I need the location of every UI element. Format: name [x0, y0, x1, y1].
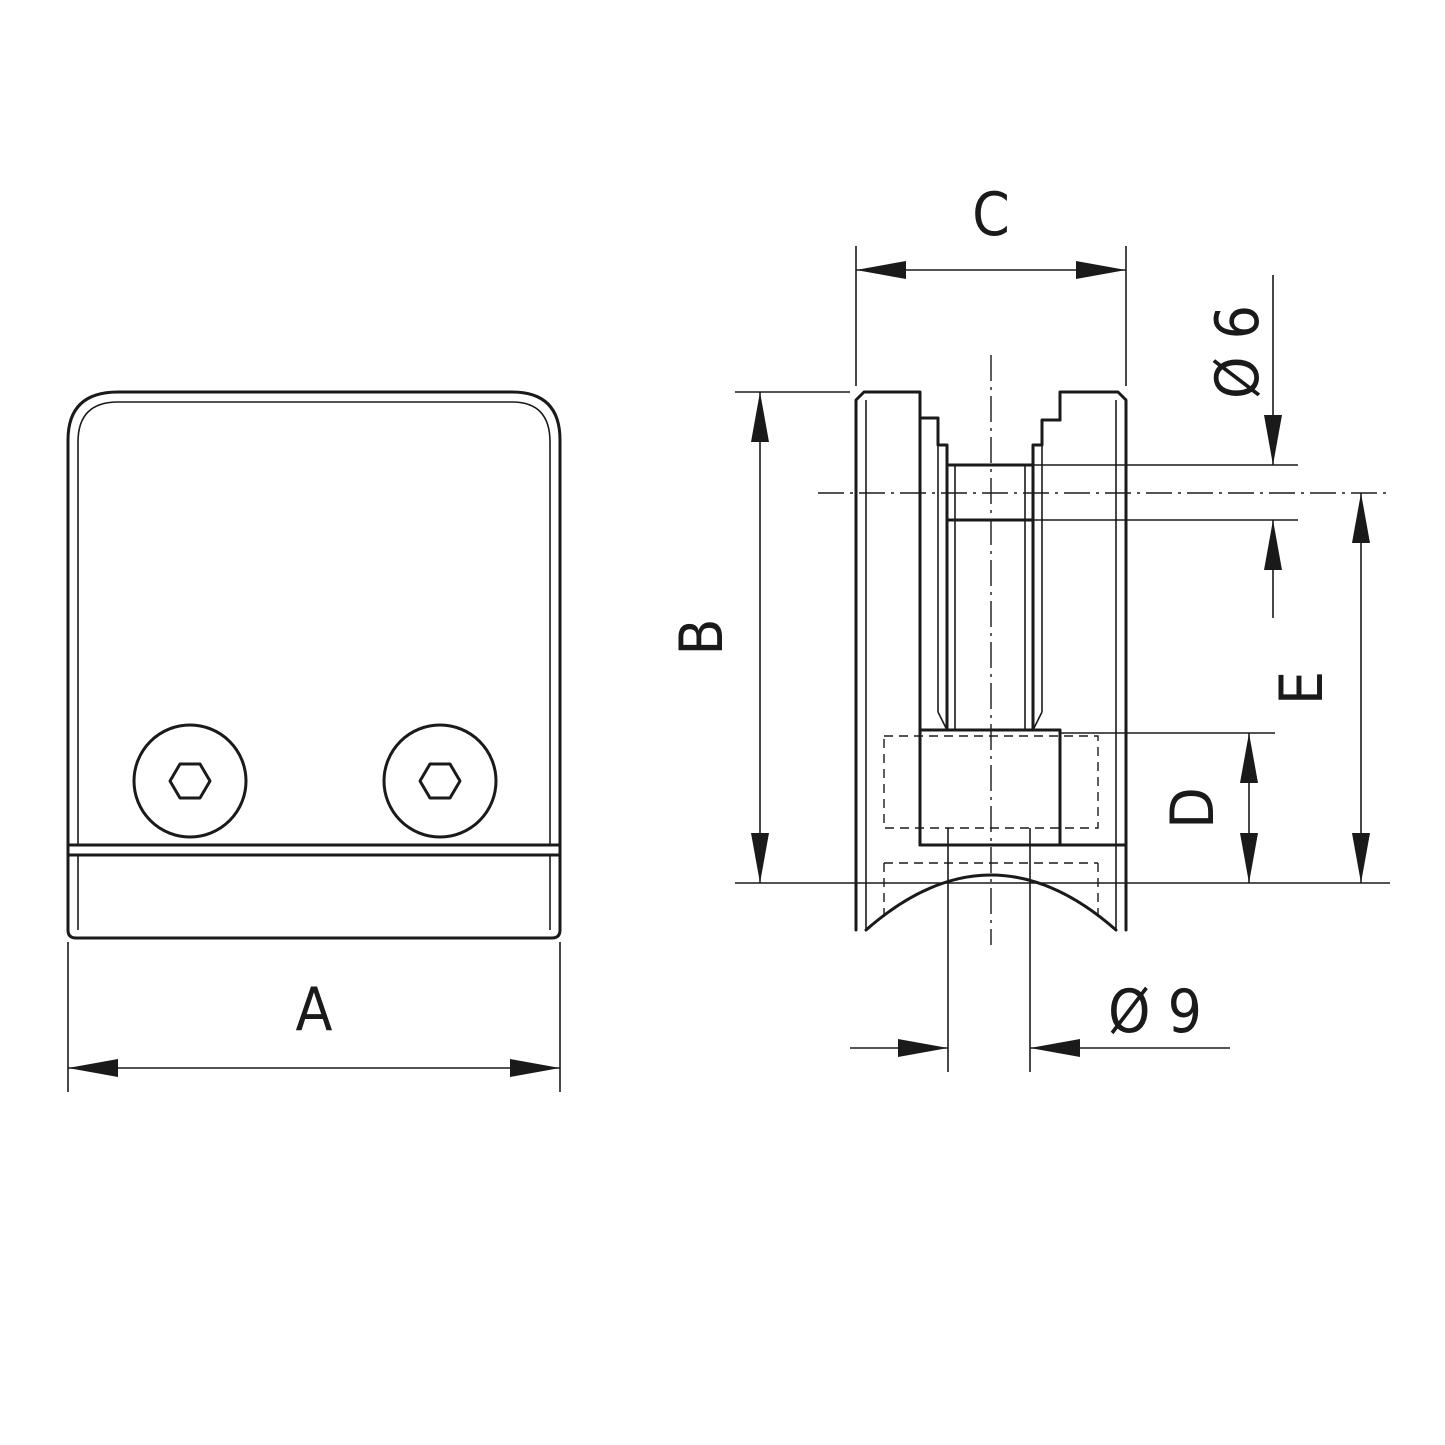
dim-d-label: D: [1158, 787, 1228, 829]
dim-e-label: E: [1267, 671, 1337, 705]
dim-d-arrow-bottom: [1240, 833, 1258, 883]
screw-head-right: [382, 723, 498, 839]
hex-socket-left-icon: [168, 762, 212, 800]
dim-d9-arrow-right: [1030, 1039, 1080, 1057]
dim-c-arrow-right: [1076, 261, 1126, 279]
dim-d6-arrow-bottom: [1264, 520, 1282, 570]
dim-a-arrow-left: [68, 1059, 118, 1077]
screw-right: [382, 723, 498, 839]
glass-slot-right-chamfer: [1032, 711, 1043, 731]
dim-c-label: C: [972, 180, 1010, 250]
front-view: A: [66, 390, 562, 1092]
dim-b-label: B: [667, 618, 737, 655]
dimension-d: D: [1060, 732, 1275, 883]
dim-d-arrow-top: [1240, 733, 1258, 783]
dim-b-arrow-bottom: [751, 833, 769, 883]
front-body-outline: [66, 390, 562, 940]
dim-a-arrow-right: [510, 1059, 560, 1077]
dim-d9-label: Ø 9: [1108, 977, 1202, 1047]
dimension-e: E: [1267, 493, 1370, 883]
base-concave-arc: [864, 873, 1118, 932]
glass-slot-right-step: [1031, 418, 1062, 732]
dim-c-arrow-left: [856, 261, 906, 279]
dim-d9-arrow-left: [898, 1039, 948, 1057]
dimension-a: A: [67, 942, 561, 1092]
glass-slot-left-step: [918, 416, 949, 732]
dim-d6-arrow-top: [1264, 415, 1282, 465]
dimension-b: B: [667, 391, 1390, 884]
dim-e-arrow-top: [1352, 493, 1370, 543]
glass-slot-left-chamfer: [937, 711, 948, 731]
dim-d6-label: Ø 6: [1203, 305, 1273, 399]
dimension-hole-diameter: Ø 6: [1033, 275, 1298, 618]
side-left-wall-outline: [854, 390, 922, 932]
dimension-pin-diameter: Ø 9: [850, 828, 1230, 1072]
dim-a-label: A: [296, 975, 333, 1045]
side-right-wall-outline: [1058, 390, 1128, 932]
hex-socket-right-icon: [418, 762, 462, 800]
dim-b-arrow-top: [751, 392, 769, 442]
dim-e-arrow-bottom: [1352, 833, 1370, 883]
side-view: C B Ø 6 E: [667, 180, 1390, 1072]
screw-head-left: [132, 723, 248, 839]
front-inner-top-edge: [77, 401, 551, 845]
screw-left: [132, 723, 248, 839]
dimension-c: C: [855, 180, 1127, 386]
